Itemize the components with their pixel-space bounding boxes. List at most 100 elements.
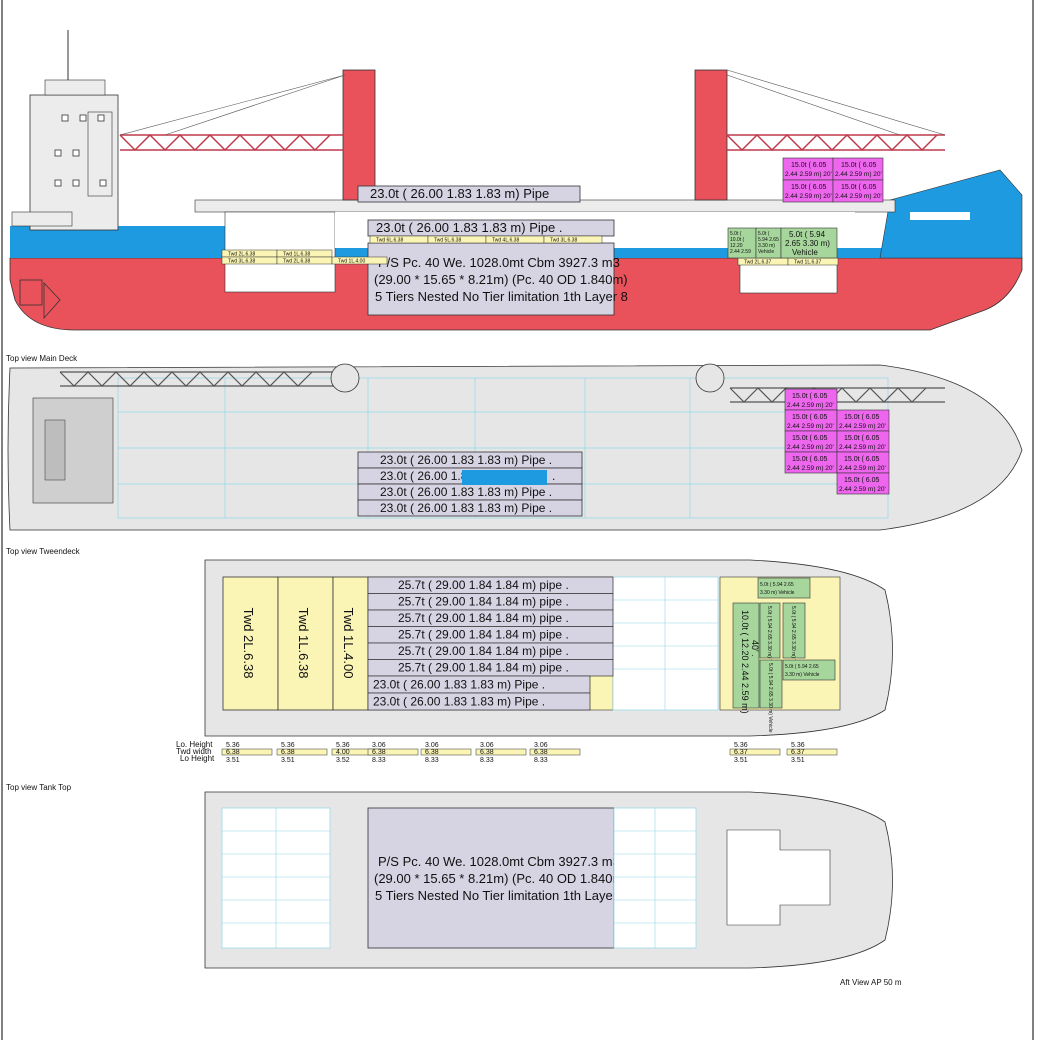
vehicle-small-b-line-1: 5.0t ( — [758, 231, 770, 237]
tank-top-fwd-hatch — [726, 829, 831, 926]
md-pipe-label: 23.0t ( 26.00 1.83 1.83 m) Pipe . — [380, 485, 552, 499]
vehicle-small-a-line-4: 2.44 2.59 — [730, 249, 751, 255]
twd-vert-vehicle — [759, 659, 783, 709]
twd-vehicle-top — [757, 577, 811, 599]
md-container-right-line-2: 2.44 2.59 m) 20' — [839, 465, 886, 472]
md-container-right-line-1: 15.0t ( 6.05 — [844, 435, 880, 442]
height-lo2: 8.33 — [480, 757, 494, 764]
twd-panel-3 — [332, 576, 369, 711]
main-deck-view: 23.0t ( 26.00 1.83 1.83 m) Pipe . 23.0t (… — [7, 363, 1023, 531]
height-lo2: 8.33 — [425, 757, 439, 764]
height-lo2: 3.51 — [281, 757, 295, 764]
side-container-line-2: 2.44 2.59 m) 20' — [785, 171, 832, 178]
tank-top-view: P/S Pc. 40 We. 1028.0mt Cbm 3927.3 m3 (2… — [204, 791, 893, 969]
height-width: 6.38 — [480, 749, 494, 756]
height-width-bar — [221, 748, 273, 756]
height-width: 6.38 — [372, 749, 386, 756]
bow-marking — [910, 212, 970, 220]
height-width: 6.38 — [281, 749, 295, 756]
height-width-bar — [420, 748, 472, 756]
vehicle-big-line-3: Vehicle — [792, 248, 818, 257]
twd-container-40-line-2: 40' . — [750, 640, 760, 657]
height-lo2: 3.51 — [791, 757, 805, 764]
height-width: 6.38 — [534, 749, 548, 756]
twd-fwd-text: Twd 6L.6.38 — [376, 238, 403, 244]
tank-top-grid-fwd — [614, 808, 696, 948]
hold-block-line-2: (29.00 * 15.65 * 8.21m) (Pc. 40 OD 1.840… — [374, 272, 628, 287]
height-width-bar — [475, 748, 527, 756]
twd-panel-1-label: Twd 2L.6.38 — [241, 608, 256, 679]
side-containers: 15.0t ( 6.05 2.44 2.59 m) 20' 15.0t ( 6.05… — [782, 157, 884, 203]
side-view: 23.0t ( 26.00 1.83 1.83 m) Pipe 23.0t ( … — [9, 30, 1023, 331]
crane-booms — [119, 133, 945, 152]
height-table: Lo. Height Twd width Lo Height 5.366.383… — [176, 740, 838, 764]
twd-labels-fwd: Twd 6L.6.38 Twd 5L.6.38 Twd 4L.6.38 Twd 3L.… — [369, 235, 603, 244]
vehicle-small-a-line-1: 5.0t ( — [730, 231, 742, 237]
md-container-right — [836, 472, 890, 495]
highlight-bar — [462, 470, 547, 485]
height-lo2: 3.51 — [226, 757, 240, 764]
md-container-right-line-1: 15.0t ( 6.05 — [844, 414, 880, 421]
crane-aft-column — [342, 69, 376, 201]
md-container-left-line-2: 2.44 2.59 m) 20' — [787, 423, 834, 430]
twd-fwd-text: Twd 5L.6.38 — [434, 238, 461, 244]
twd-pipe-large-label: 25.7t ( 29.00 1.84 1.84 m) pipe . — [398, 644, 569, 658]
twd-aft-bot-text: Twd 3L.6.38 — [228, 259, 255, 265]
twd-pipe-large-label: 25.7t ( 29.00 1.84 1.84 m) pipe . — [398, 578, 569, 592]
twd-panel-3-label: Twd 1L.4.00 — [341, 608, 356, 679]
side-container-line-1: 15.0t ( 6.05 — [791, 184, 827, 191]
twd-vehicle-bottom-line-2: 3.30 m) Vehicle — [785, 672, 820, 678]
main-deck-hull — [7, 364, 1023, 531]
md-container-right-line-2: 2.44 2.59 m) 20' — [839, 486, 886, 493]
height-lo: 5.36 — [226, 742, 240, 749]
height-lo: 5.36 — [281, 742, 295, 749]
md-pipe-label: 23.0t ( 26.00 1.83 1.83 m) Pipe . — [380, 453, 552, 467]
height-lo: 5.36 — [336, 742, 350, 749]
twd-fwd-text: Twd 3L.6.38 — [550, 238, 577, 244]
twd-container-40-line-1: 10.0t ( 12.20 2.44 2.59 m) — [740, 610, 750, 714]
height-width: 6.38 — [226, 749, 240, 756]
height-lo: 5.36 — [734, 742, 748, 749]
vehicle-big-line-2: 2.65 3.30 m) — [785, 239, 830, 248]
twd-pipe-large-label: 25.7t ( 29.00 1.84 1.84 m) pipe . — [398, 661, 569, 675]
md-container-left-line-1: 15.0t ( 6.05 — [792, 435, 828, 442]
md-pipe-tail: . — [552, 469, 555, 483]
md-container-left-line-1: 15.0t ( 6.05 — [792, 414, 828, 421]
height-width-bar — [276, 748, 328, 756]
side-container-line-2: 2.44 2.59 m) 20' — [835, 171, 882, 178]
crane-pedestal-fwd — [695, 363, 725, 393]
twd-panel-1 — [222, 576, 279, 711]
lifeboat — [11, 211, 73, 227]
height-width: 6.37 — [791, 749, 805, 756]
twd-vehicle-bottom — [782, 659, 836, 681]
vehicle-big — [780, 227, 838, 259]
twd-vert-vehicle-label: 5.0t ( 5.94 2.65 3.30 m) Vehicle — [790, 606, 796, 676]
label-aft-view: Aft View AP 50 m — [840, 978, 902, 987]
height-width-bar — [786, 748, 838, 756]
rudder — [19, 279, 43, 306]
md-container-right-line-2: 2.44 2.59 m) 20' — [839, 444, 886, 451]
twd-pipe-large-label: 25.7t ( 29.00 1.84 1.84 m) pipe . — [398, 628, 569, 642]
height-width: 6.38 — [425, 749, 439, 756]
side-container-line-1: 15.0t ( 6.05 — [841, 162, 877, 169]
vehicle-small-b-line-3: 3.30 m) — [758, 243, 775, 249]
twd-vehicle-bottom-line-1: 5.0t ( 5.94 2.65 — [785, 664, 819, 670]
tank-top-cargo-block — [367, 807, 615, 949]
height-lo: 3.06 — [480, 742, 494, 749]
twd-container-40 — [732, 602, 760, 709]
label-tweendeck: Top view Tweendeck — [6, 547, 81, 556]
twd-pipe-label: 23.0t ( 26.00 1.83 1.83 m) Pipe . — [376, 220, 562, 235]
bridge — [44, 79, 106, 96]
md-container-left-line-2: 2.44 2.59 m) 20' — [787, 444, 834, 451]
deck-pipe-stack — [357, 185, 581, 203]
md-pipe-label: 23.0t ( 26.00 1.83 1.83 m) Pipe . — [380, 501, 552, 515]
propeller — [43, 281, 61, 320]
portholes — [54, 114, 107, 187]
twd-hatch-grid — [613, 577, 718, 710]
crane-pedestal-aft — [330, 363, 360, 393]
twd-fwd-text: Twd 4L.6.38 — [492, 238, 519, 244]
